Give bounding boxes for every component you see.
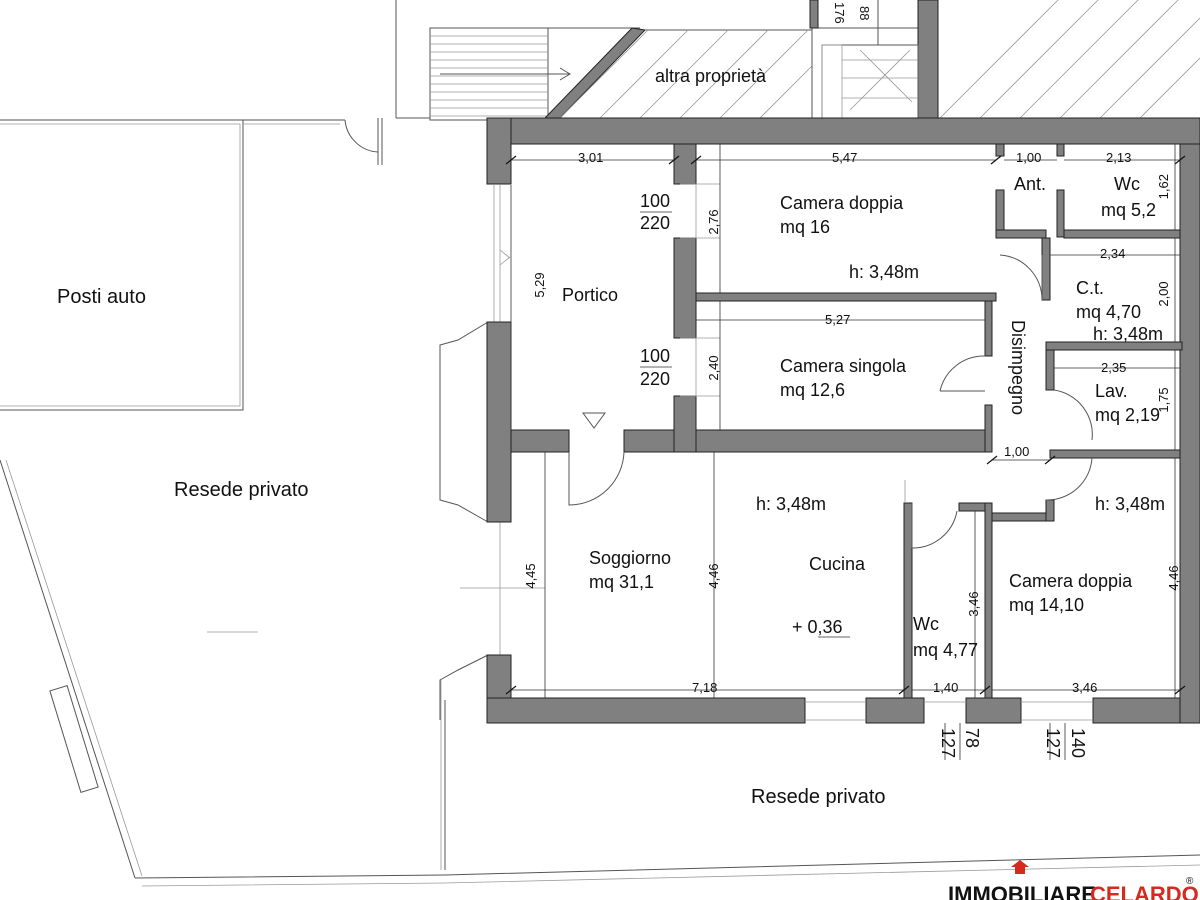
dim-camera-doppia-w: 5,47: [832, 150, 857, 165]
opening-top-2: 176: [832, 2, 847, 24]
area-lav: mq 2,19: [1095, 405, 1160, 425]
dim-disimpegno-w: 1,00: [1004, 444, 1029, 459]
dim-soggiorno-h2: 4,46: [706, 563, 721, 588]
area-wc-bottom: mq 4,77: [913, 640, 978, 660]
agency-logo: IMMOBILIARE CELARDO ®: [948, 860, 1199, 900]
door2-width: 100: [640, 346, 670, 366]
label-camera-doppia-1: Camera doppia: [780, 193, 904, 213]
opening-values: 100 220 100 220 127 78 127 140: [640, 191, 1088, 758]
label-cucina: Cucina: [809, 554, 866, 574]
dim-camera-singola-w: 5,27: [825, 312, 850, 327]
dim-lav-h: 1,75: [1156, 387, 1171, 412]
label-posti-auto: Posti auto: [57, 286, 146, 308]
opening-bottom-1: 127: [938, 728, 958, 758]
dimension-lines: [505, 144, 1186, 760]
elevation-mark: + 0,36: [792, 617, 843, 637]
dim-bottom-left: 7,18: [692, 680, 717, 695]
dim-portico-w: 3,01: [578, 150, 603, 165]
label-wc-bottom: Wc: [913, 614, 939, 634]
walls: [486, 117, 1200, 724]
dim-ct-h: 2,00: [1156, 281, 1171, 306]
dim-portico-h: 5,29: [532, 272, 547, 297]
svg-text:IMMOBILIARE: IMMOBILIARE: [948, 882, 1096, 900]
opening-bottom-4: 140: [1068, 728, 1088, 758]
height-ct: h: 3,48m: [1093, 324, 1163, 344]
neighbor-area: 88 176: [429, 0, 1200, 121]
dim-ant-w: 1,00: [1016, 150, 1041, 165]
label-ct: C.t.: [1076, 278, 1104, 298]
area-soggiorno: mq 31,1: [589, 572, 654, 592]
dim-soggiorno-h: 4,45: [523, 563, 538, 588]
height-soggiorno: h: 3,48m: [756, 494, 826, 514]
room-labels: altra proprietà Posti auto Resede privat…: [57, 66, 1165, 808]
area-camera-singola: mq 12,6: [780, 380, 845, 400]
svg-text:®: ®: [1186, 876, 1194, 887]
label-camera-doppia-2: Camera doppia: [1009, 571, 1133, 591]
opening-bottom-2: 78: [962, 728, 982, 748]
height-right: h: 3,48m: [1095, 494, 1165, 514]
label-wc-top: Wc: [1114, 174, 1140, 194]
dim-bottom-mid: 1,40: [933, 680, 958, 695]
dim-bottom-right: 3,46: [1072, 680, 1097, 695]
dim-wc-w: 2,13: [1106, 150, 1131, 165]
dim-wc-h: 1,62: [1156, 174, 1171, 199]
area-camera-doppia-1: mq 16: [780, 217, 830, 237]
area-ct: mq 4,70: [1076, 302, 1141, 322]
dim-camera-singola-h: 2,40: [706, 355, 721, 380]
area-wc-top: mq 5,2: [1101, 200, 1156, 220]
dimension-values: 3,01 5,47 1,00 2,13 1,62 2,76 2,34 2,00 …: [523, 150, 1181, 695]
dim-ct-w: 2,34: [1100, 246, 1125, 261]
label-lav: Lav.: [1095, 381, 1128, 401]
dim-camera-doppia-h: 2,76: [706, 209, 721, 234]
svg-text:CELARDO: CELARDO: [1090, 882, 1199, 900]
label-camera-singola: Camera singola: [780, 356, 907, 376]
opening-top-1: 88: [857, 6, 872, 20]
label-resede-bottom: Resede privato: [751, 786, 886, 808]
label-ant: Ant.: [1014, 174, 1046, 194]
label-disimpegno: Disimpegno: [1008, 320, 1028, 415]
label-soggiorno: Soggiorno: [589, 548, 671, 568]
label-resede-left: Resede privato: [174, 479, 309, 501]
door1-width: 100: [640, 191, 670, 211]
dim-wc-bottom-h: 3,46: [966, 591, 981, 616]
area-camera-doppia-2: mq 14,10: [1009, 595, 1084, 615]
door1-height: 220: [640, 213, 670, 233]
label-altra-proprieta: altra proprietà: [655, 66, 767, 86]
door2-height: 220: [640, 369, 670, 389]
dim-lav-w: 2,35: [1101, 360, 1126, 375]
dim-right-h: 4,46: [1166, 565, 1181, 590]
opening-bottom-3: 127: [1043, 728, 1063, 758]
label-portico: Portico: [562, 285, 618, 305]
door-swings: [568, 183, 1093, 721]
height-camera-doppia: h: 3,48m: [849, 262, 919, 282]
